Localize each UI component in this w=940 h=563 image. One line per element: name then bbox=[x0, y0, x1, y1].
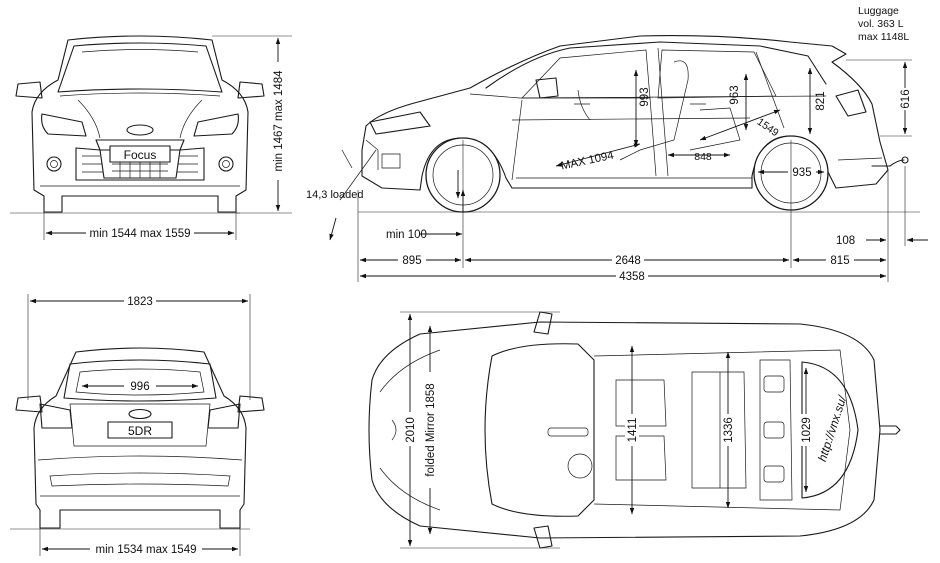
front-view: Focus min 1467 max 1484 min 1544 max 155… bbox=[10, 35, 292, 240]
front-badge-text: Focus bbox=[124, 148, 157, 162]
top-view: 2010 folded Mirror 1858 1411 1336 1029 h… bbox=[368, 311, 901, 549]
rear-width-label: 1823 bbox=[127, 296, 153, 308]
side-mirror bbox=[535, 77, 559, 99]
steering-wheel bbox=[567, 453, 593, 479]
front-shoulder-label: 1411 bbox=[627, 418, 639, 443]
windshield-top bbox=[484, 343, 595, 517]
rear-badge-text: 5DR bbox=[128, 424, 152, 438]
rear-right-taillight bbox=[207, 403, 241, 429]
front-track-label: min 1544 max 1559 bbox=[89, 228, 190, 240]
top-width-label: 2010 bbox=[405, 417, 417, 443]
watermark: http://vnx.su/ bbox=[815, 393, 850, 464]
rear-shoulder-label: 1336 bbox=[723, 417, 735, 443]
rear-left-mirror bbox=[15, 395, 43, 413]
towbar-label: 108 bbox=[836, 235, 855, 247]
rear-left-taillight bbox=[39, 403, 73, 429]
rear-plate bbox=[107, 421, 173, 439]
boot-opening-label: 821 bbox=[815, 91, 827, 110]
right-fog-light bbox=[218, 156, 234, 172]
boot-height-label: 616 bbox=[900, 89, 912, 108]
luggage-line-1: Luggage bbox=[858, 5, 899, 17]
ford-logo bbox=[126, 124, 154, 136]
luggage-line-2: vol. 363 L bbox=[858, 18, 904, 30]
side-headlight bbox=[369, 111, 431, 135]
ground-clearance-label: min 100 bbox=[386, 229, 427, 241]
side-taillight bbox=[835, 89, 867, 117]
rear-window-width-label: 996 bbox=[130, 381, 149, 393]
right-mirror bbox=[237, 81, 265, 99]
rear-view: 1823 996 5DR min 1534 max 1549 bbox=[10, 294, 265, 556]
rear-legroom-label: 848 bbox=[694, 151, 712, 163]
left-fog-light bbox=[46, 156, 62, 172]
rear-overhang-label: 815 bbox=[830, 255, 849, 267]
rear-right-mirror bbox=[237, 395, 265, 413]
right-headlight bbox=[193, 113, 239, 137]
top-left-mirror bbox=[533, 311, 553, 335]
wheel-diameter-label: 935 bbox=[792, 167, 811, 179]
left-headlight bbox=[41, 113, 87, 137]
rear-track-label: min 1534 max 1549 bbox=[95, 544, 196, 556]
front-legroom-label: MAX 1094 bbox=[560, 149, 616, 172]
wheelbase-label: 2648 bbox=[615, 255, 641, 267]
front-overhang-label: 895 bbox=[402, 255, 421, 267]
front-height-label: min 1467 max 1484 bbox=[273, 70, 285, 172]
boot-width-label: 1029 bbox=[801, 417, 813, 443]
top-right-mirror bbox=[533, 525, 553, 549]
approach-angle-label: 14,3 loaded bbox=[306, 189, 364, 201]
left-mirror bbox=[15, 81, 43, 99]
side-view: Luggage vol. 363 L max 1148L 616 821 963… bbox=[306, 5, 928, 283]
rear-headroom-label: 963 bbox=[729, 85, 741, 104]
overall-length-label: 4358 bbox=[619, 271, 645, 283]
front-headroom-label: 993 bbox=[639, 87, 651, 106]
rear-ford-logo bbox=[128, 408, 152, 420]
luggage-line-3: max 1148L bbox=[858, 31, 909, 43]
folded-mirror-label: folded Mirror 1858 bbox=[425, 383, 437, 476]
seat-to-hatch-label: 1549 bbox=[755, 116, 781, 139]
